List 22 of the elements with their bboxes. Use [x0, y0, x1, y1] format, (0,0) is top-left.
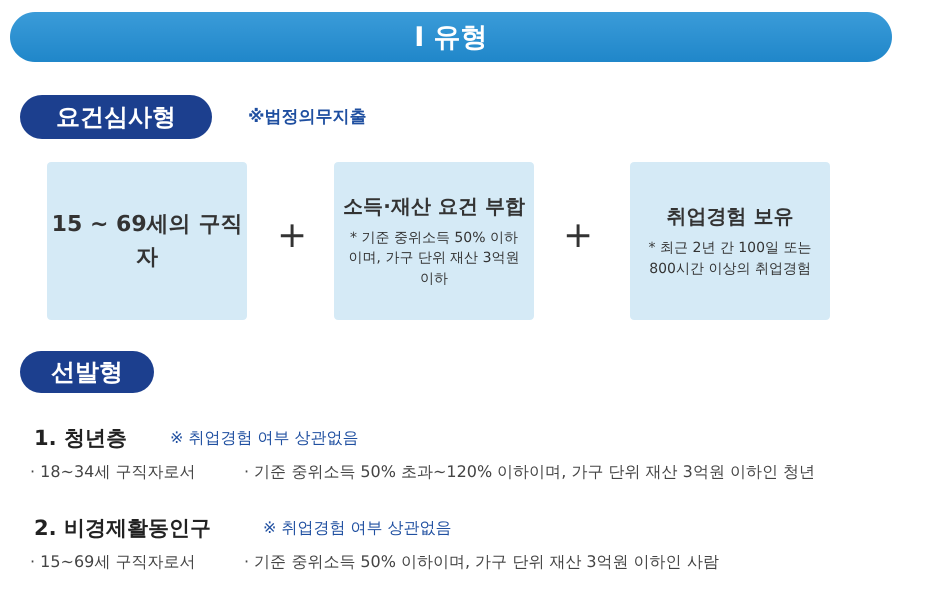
criterion-text: · 18~34세 구직자로서	[30, 462, 196, 483]
criteria-box	[334, 162, 534, 320]
criterion-text: · 15~69세 구직자로서	[30, 552, 196, 573]
title-banner: I 유형	[10, 12, 892, 62]
box-heading: 15 ~ 69세의 구직자	[50, 211, 244, 272]
box-note: * 기준 중위소득 50% 이하이며, 가구 단위 재산 3억원 이하	[347, 229, 521, 289]
note-text: ※법정의무지출	[248, 106, 367, 128]
box-heading: 소득·재산 요건 부합	[343, 193, 525, 220]
note-text: ※ 취업경험 여부 상관없음	[263, 518, 452, 539]
plus-sign: +	[277, 218, 308, 254]
note-text: ※ 취업경험 여부 상관없음	[170, 428, 359, 449]
section-pill: 선발형	[20, 351, 154, 393]
box-note: * 최근 2년 간 100일 또는 800시간 이상의 취업경험	[648, 239, 812, 278]
section-pill: 요건심사형	[20, 95, 212, 139]
criteria-box	[47, 162, 247, 320]
box-heading: 취업경험 보유	[666, 203, 794, 230]
subheading: 2. 비경제활동인구	[34, 515, 211, 542]
criterion-text: · 기준 중위소득 50% 초과~120% 이하이며, 가구 단위 재산 3억원 이하인 청년	[244, 462, 816, 483]
criteria-box	[630, 162, 830, 320]
subheading: 1. 청년층	[34, 425, 127, 452]
criterion-text: · 기준 중위소득 50% 이하이며, 가구 단위 재산 3억원 이하인 사람	[244, 552, 719, 573]
plus-sign: +	[563, 218, 594, 254]
